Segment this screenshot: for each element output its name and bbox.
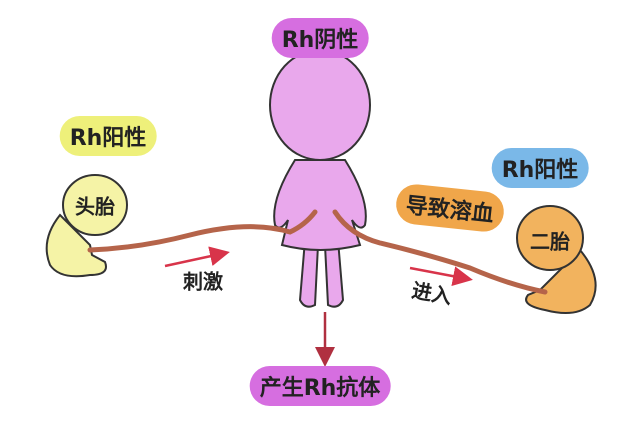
arrow-stimulate [164, 246, 230, 268]
first-fetus-rh-label: Rh阳性 [59, 116, 157, 156]
umbilical-cord-left [87, 209, 318, 253]
antibody-label: 产生Rh抗体 [249, 366, 391, 406]
arrow-enter [409, 266, 473, 287]
first-fetus-label: 头胎 [75, 194, 115, 219]
first-fetus [45, 174, 128, 278]
stimulate-label: 刺激 [183, 269, 223, 294]
second-fetus-label: 二胎 [530, 229, 570, 254]
second-fetus [516, 205, 597, 315]
umbilical-cord-right [332, 209, 548, 295]
second-fetus-rh-label: Rh阳性 [491, 148, 589, 188]
mother-figure [269, 49, 371, 308]
mother-rh-label: Rh阴性 [271, 18, 369, 58]
